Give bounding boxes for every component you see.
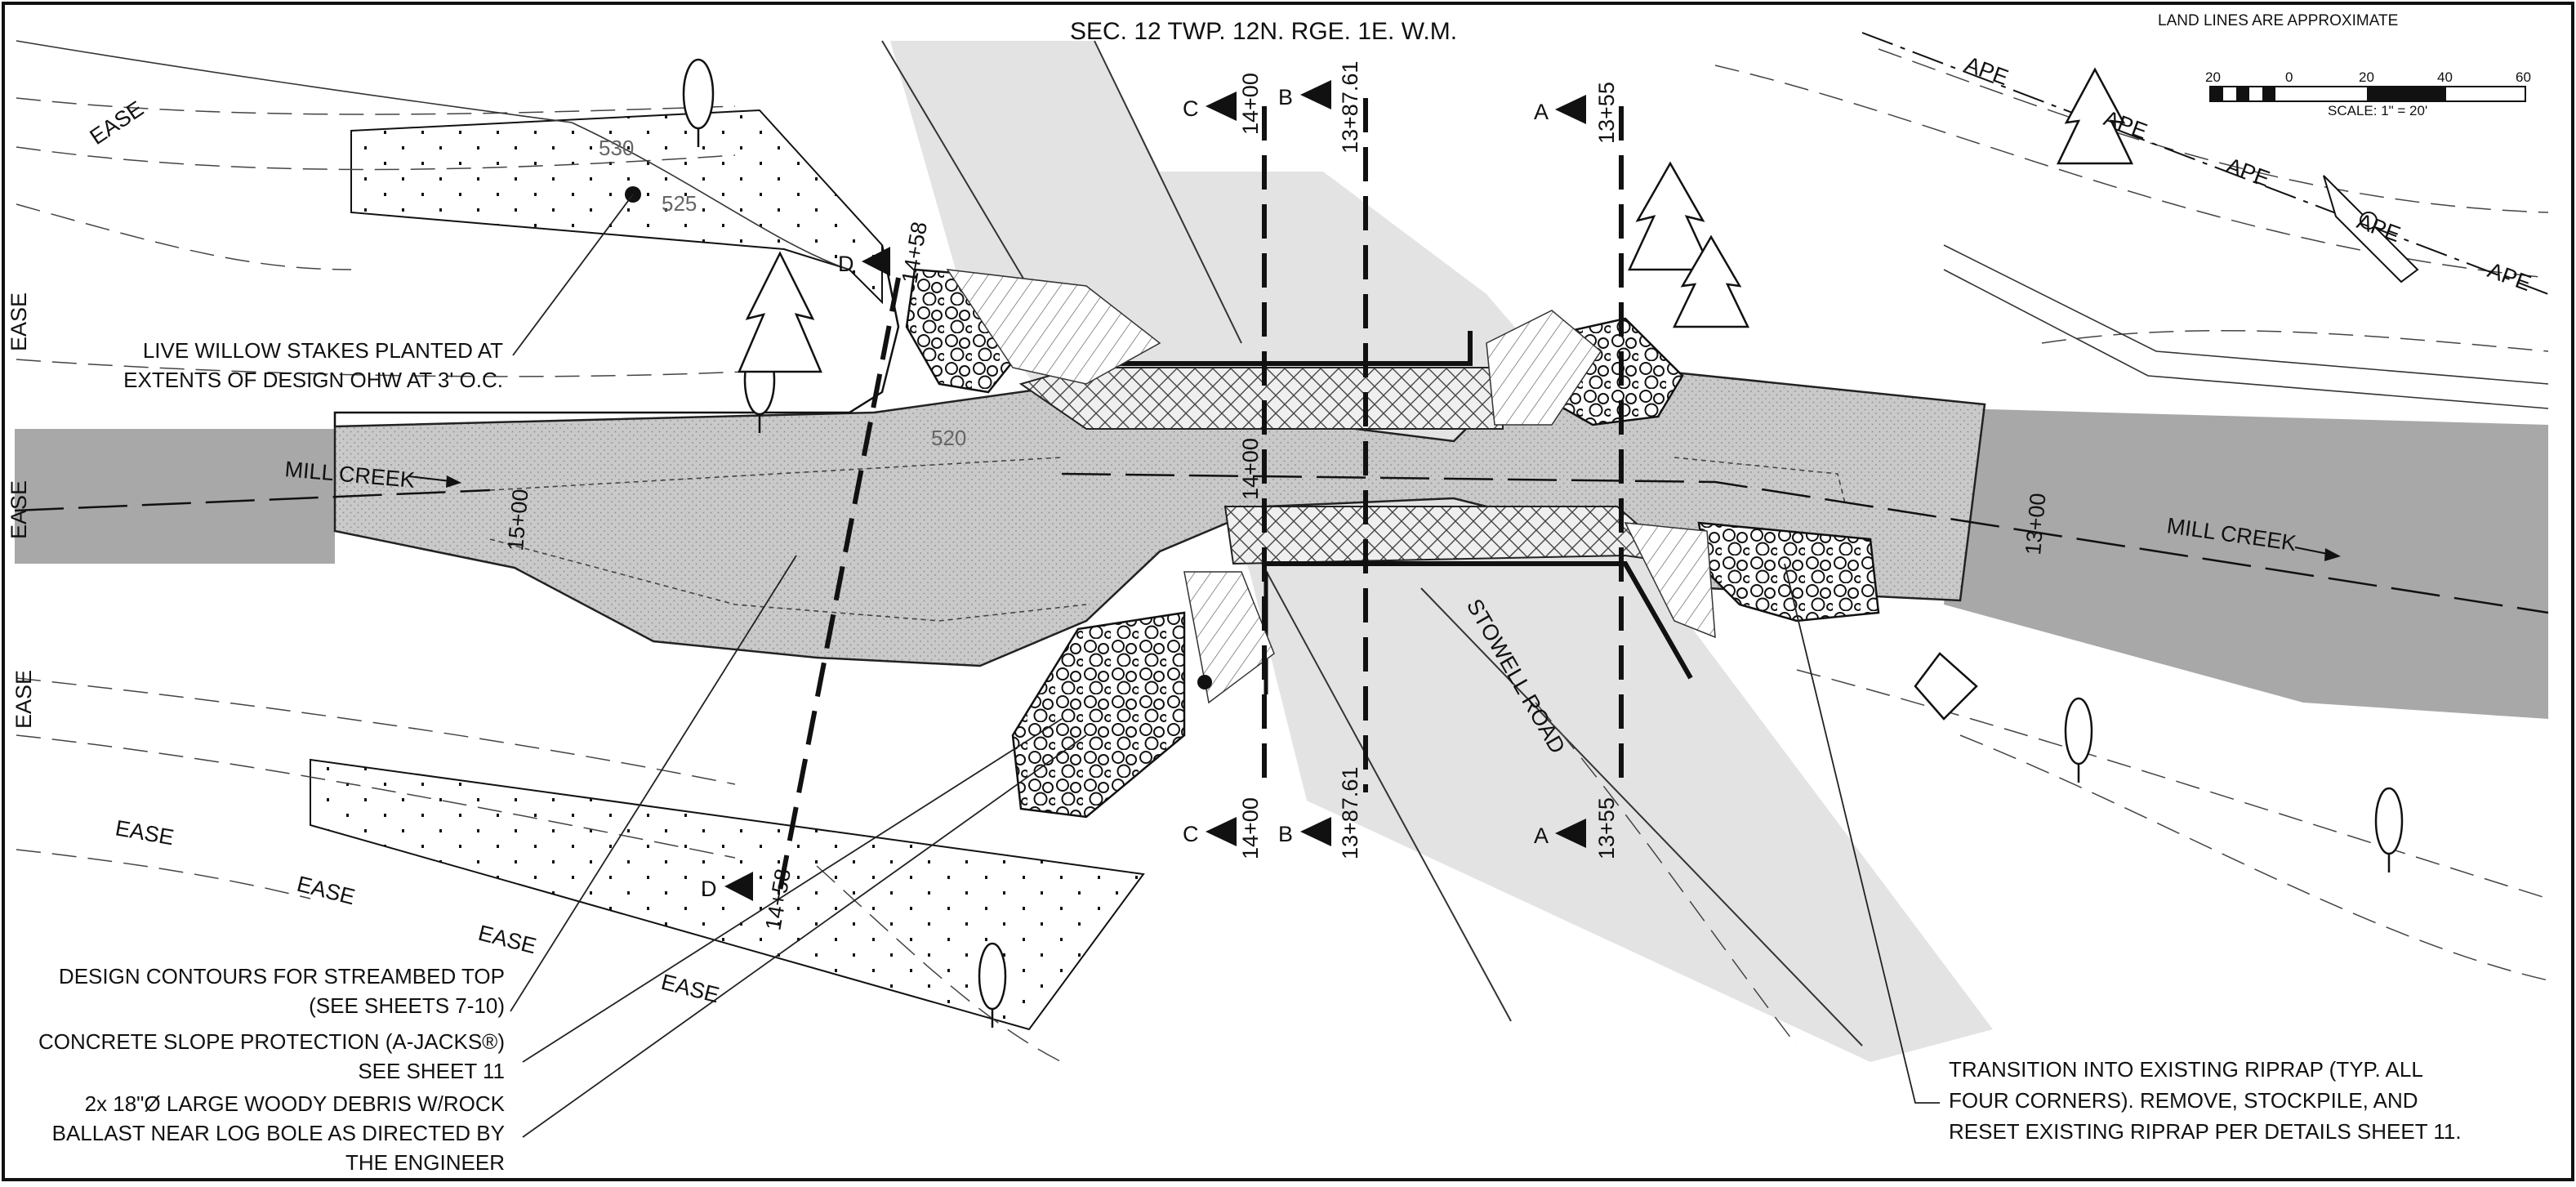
- section-arrows: [724, 80, 1586, 901]
- section-b-bottom: B: [1278, 822, 1293, 846]
- creek-channel-east: [1944, 408, 2548, 719]
- evergreen-tree-icon: [1914, 652, 1978, 721]
- graphic-scale-bar: 20 0 20 40 60 SCALE: 1" = 20': [2205, 69, 2531, 118]
- note-contours-line-2: (SEE SHEETS 7-10): [309, 993, 505, 1018]
- lwd-leader-point: [1197, 675, 1212, 689]
- bank-grading-nw: [946, 269, 1161, 385]
- contour-label-520: 520: [931, 426, 966, 450]
- road-edge-south-west: [1257, 555, 1512, 1022]
- ease-label-2: EASE: [7, 292, 31, 351]
- ape-label-3: APE: [2223, 153, 2273, 191]
- bank-grading-sw: [1183, 571, 1275, 704]
- existing-contours: [16, 48, 2549, 1063]
- note-ajacks-line-1: CONCRETE SLOPE PROTECTION (A-JACKS®): [38, 1029, 505, 1054]
- evergreen-tree-icon: [2057, 67, 2133, 165]
- ease-label-6: EASE: [295, 872, 358, 910]
- section-c-bottom: C: [1183, 822, 1199, 846]
- note-lwd-line-2: BALLAST NEAR LOG BOLE AS DIRECTED BY: [52, 1121, 505, 1145]
- deciduous-tree-icon: [2374, 787, 2404, 872]
- leader-lines: [510, 194, 1940, 1138]
- station-label-15-00: 15+00: [503, 488, 533, 551]
- ease-label-4: EASE: [11, 670, 36, 729]
- willow-planting-area-north: [350, 109, 883, 305]
- headwall-north: [1062, 331, 1473, 366]
- deciduous-tree-icon: [978, 942, 1007, 1028]
- note-riprap-line-1: TRANSITION INTO EXISTING RIPRAP (TYP. AL…: [1949, 1057, 2423, 1082]
- scale-tick-left: 20: [2205, 69, 2221, 85]
- station-label-14-00-center: 14+00: [1238, 438, 1263, 500]
- road-edge-east: [1094, 40, 1242, 344]
- note-lwd-line-1: 2x 18"Ø LARGE WOODY DEBRIS W/ROCK: [85, 1091, 506, 1116]
- deciduous-tree-icon: [682, 58, 715, 147]
- note-contours-line-1: DESIGN CONTOURS FOR STREAMBED TOP: [59, 964, 505, 988]
- station-label-13-87-bottom: 13+87.61: [1338, 767, 1362, 859]
- contour-label-525: 525: [662, 191, 697, 216]
- section-a-top: A: [1534, 100, 1549, 124]
- bank-grading-se: [1624, 522, 1716, 639]
- woody-debris-log: [2323, 175, 2419, 283]
- note-willow-line-1: LIVE WILLOW STAKES PLANTED AT: [143, 338, 503, 363]
- creek-centerline: [14, 472, 2549, 614]
- scale-tick-60: 60: [2516, 69, 2531, 85]
- station-label-13-00: 13+00: [2021, 492, 2050, 556]
- note-willow-line-2: EXTENTS OF DESIGN OHW AT 3' O.C.: [123, 368, 503, 392]
- evergreen-tree-icon: [738, 251, 822, 373]
- section-c-top: C: [1183, 96, 1199, 121]
- ease-label-1: EASE: [86, 96, 149, 149]
- station-label-13-87-top: 13+87.61: [1338, 61, 1362, 154]
- road-edge-south-east: [1420, 587, 1863, 1046]
- flow-arrow-west-head: [446, 475, 461, 488]
- land-lines-note: LAND LINES ARE APPROXIMATE: [2158, 12, 2398, 29]
- section-township-range: SEC. 12 TWP. 12N. RGE. 1E. W.M.: [1070, 18, 1457, 45]
- willow-planting-area-south: [310, 758, 1145, 1031]
- bank-grading-ne: [1486, 310, 1602, 426]
- ease-label-7: EASE: [476, 921, 539, 959]
- creek-channel-west: [15, 429, 335, 564]
- contour-label-530: 530: [599, 136, 634, 160]
- section-a-bottom: A: [1534, 823, 1549, 848]
- note-riprap-line-3: RESET EXISTING RIPRAP PER DETAILS SHEET …: [1949, 1119, 2462, 1144]
- section-d-bottom: D: [701, 877, 717, 901]
- flow-arrow-east-head: [2324, 548, 2341, 561]
- station-label-14-00-top: 14+00: [1238, 73, 1263, 135]
- ape-boundary: [1861, 32, 2549, 295]
- scale-tick-20: 20: [2359, 69, 2374, 85]
- section-d-top: D: [838, 252, 854, 276]
- note-lwd-line-3: THE ENGINEER: [345, 1150, 505, 1175]
- station-label-13-55-bottom: 13+55: [1594, 797, 1619, 859]
- headwall-south: [1266, 561, 1693, 680]
- note-ajacks-line-2: SEE SHEET 11: [358, 1059, 505, 1083]
- note-riprap-line-2: FOUR CORNERS). REMOVE, STOCKPILE, AND: [1949, 1088, 2418, 1113]
- evergreen-tree-icon: [1673, 234, 1749, 328]
- riprap-se: [1697, 521, 1880, 623]
- scale-tick-zero: 0: [2285, 69, 2293, 85]
- station-label-14-00-bottom: 14+00: [1238, 797, 1263, 859]
- ajacks-south: [1223, 506, 1686, 565]
- evergreen-tree-icon: [1628, 161, 1713, 271]
- section-cut-d: [778, 277, 901, 891]
- scale-tick-40: 40: [2437, 69, 2453, 85]
- ajacks-north: [1018, 367, 1504, 430]
- ease-label-5: EASE: [114, 815, 176, 850]
- section-b-top: B: [1278, 85, 1293, 109]
- riprap-sw: [1011, 611, 1186, 819]
- ape-label-1: APE: [1962, 51, 2012, 90]
- deciduous-tree-icon: [2064, 697, 2093, 783]
- ease-label-3: EASE: [7, 480, 31, 539]
- scale-caption: SCALE: 1" = 20': [2328, 103, 2427, 118]
- station-label-13-55-top: 13+55: [1594, 82, 1619, 144]
- ape-label-5: APE: [2485, 257, 2534, 296]
- grading-limit-north: [333, 244, 900, 426]
- solid-contours: [16, 40, 2549, 409]
- tree-symbols: [682, 58, 2404, 1028]
- streambed-design-contours: [489, 457, 1847, 622]
- ease-label-8: EASE: [659, 970, 722, 1008]
